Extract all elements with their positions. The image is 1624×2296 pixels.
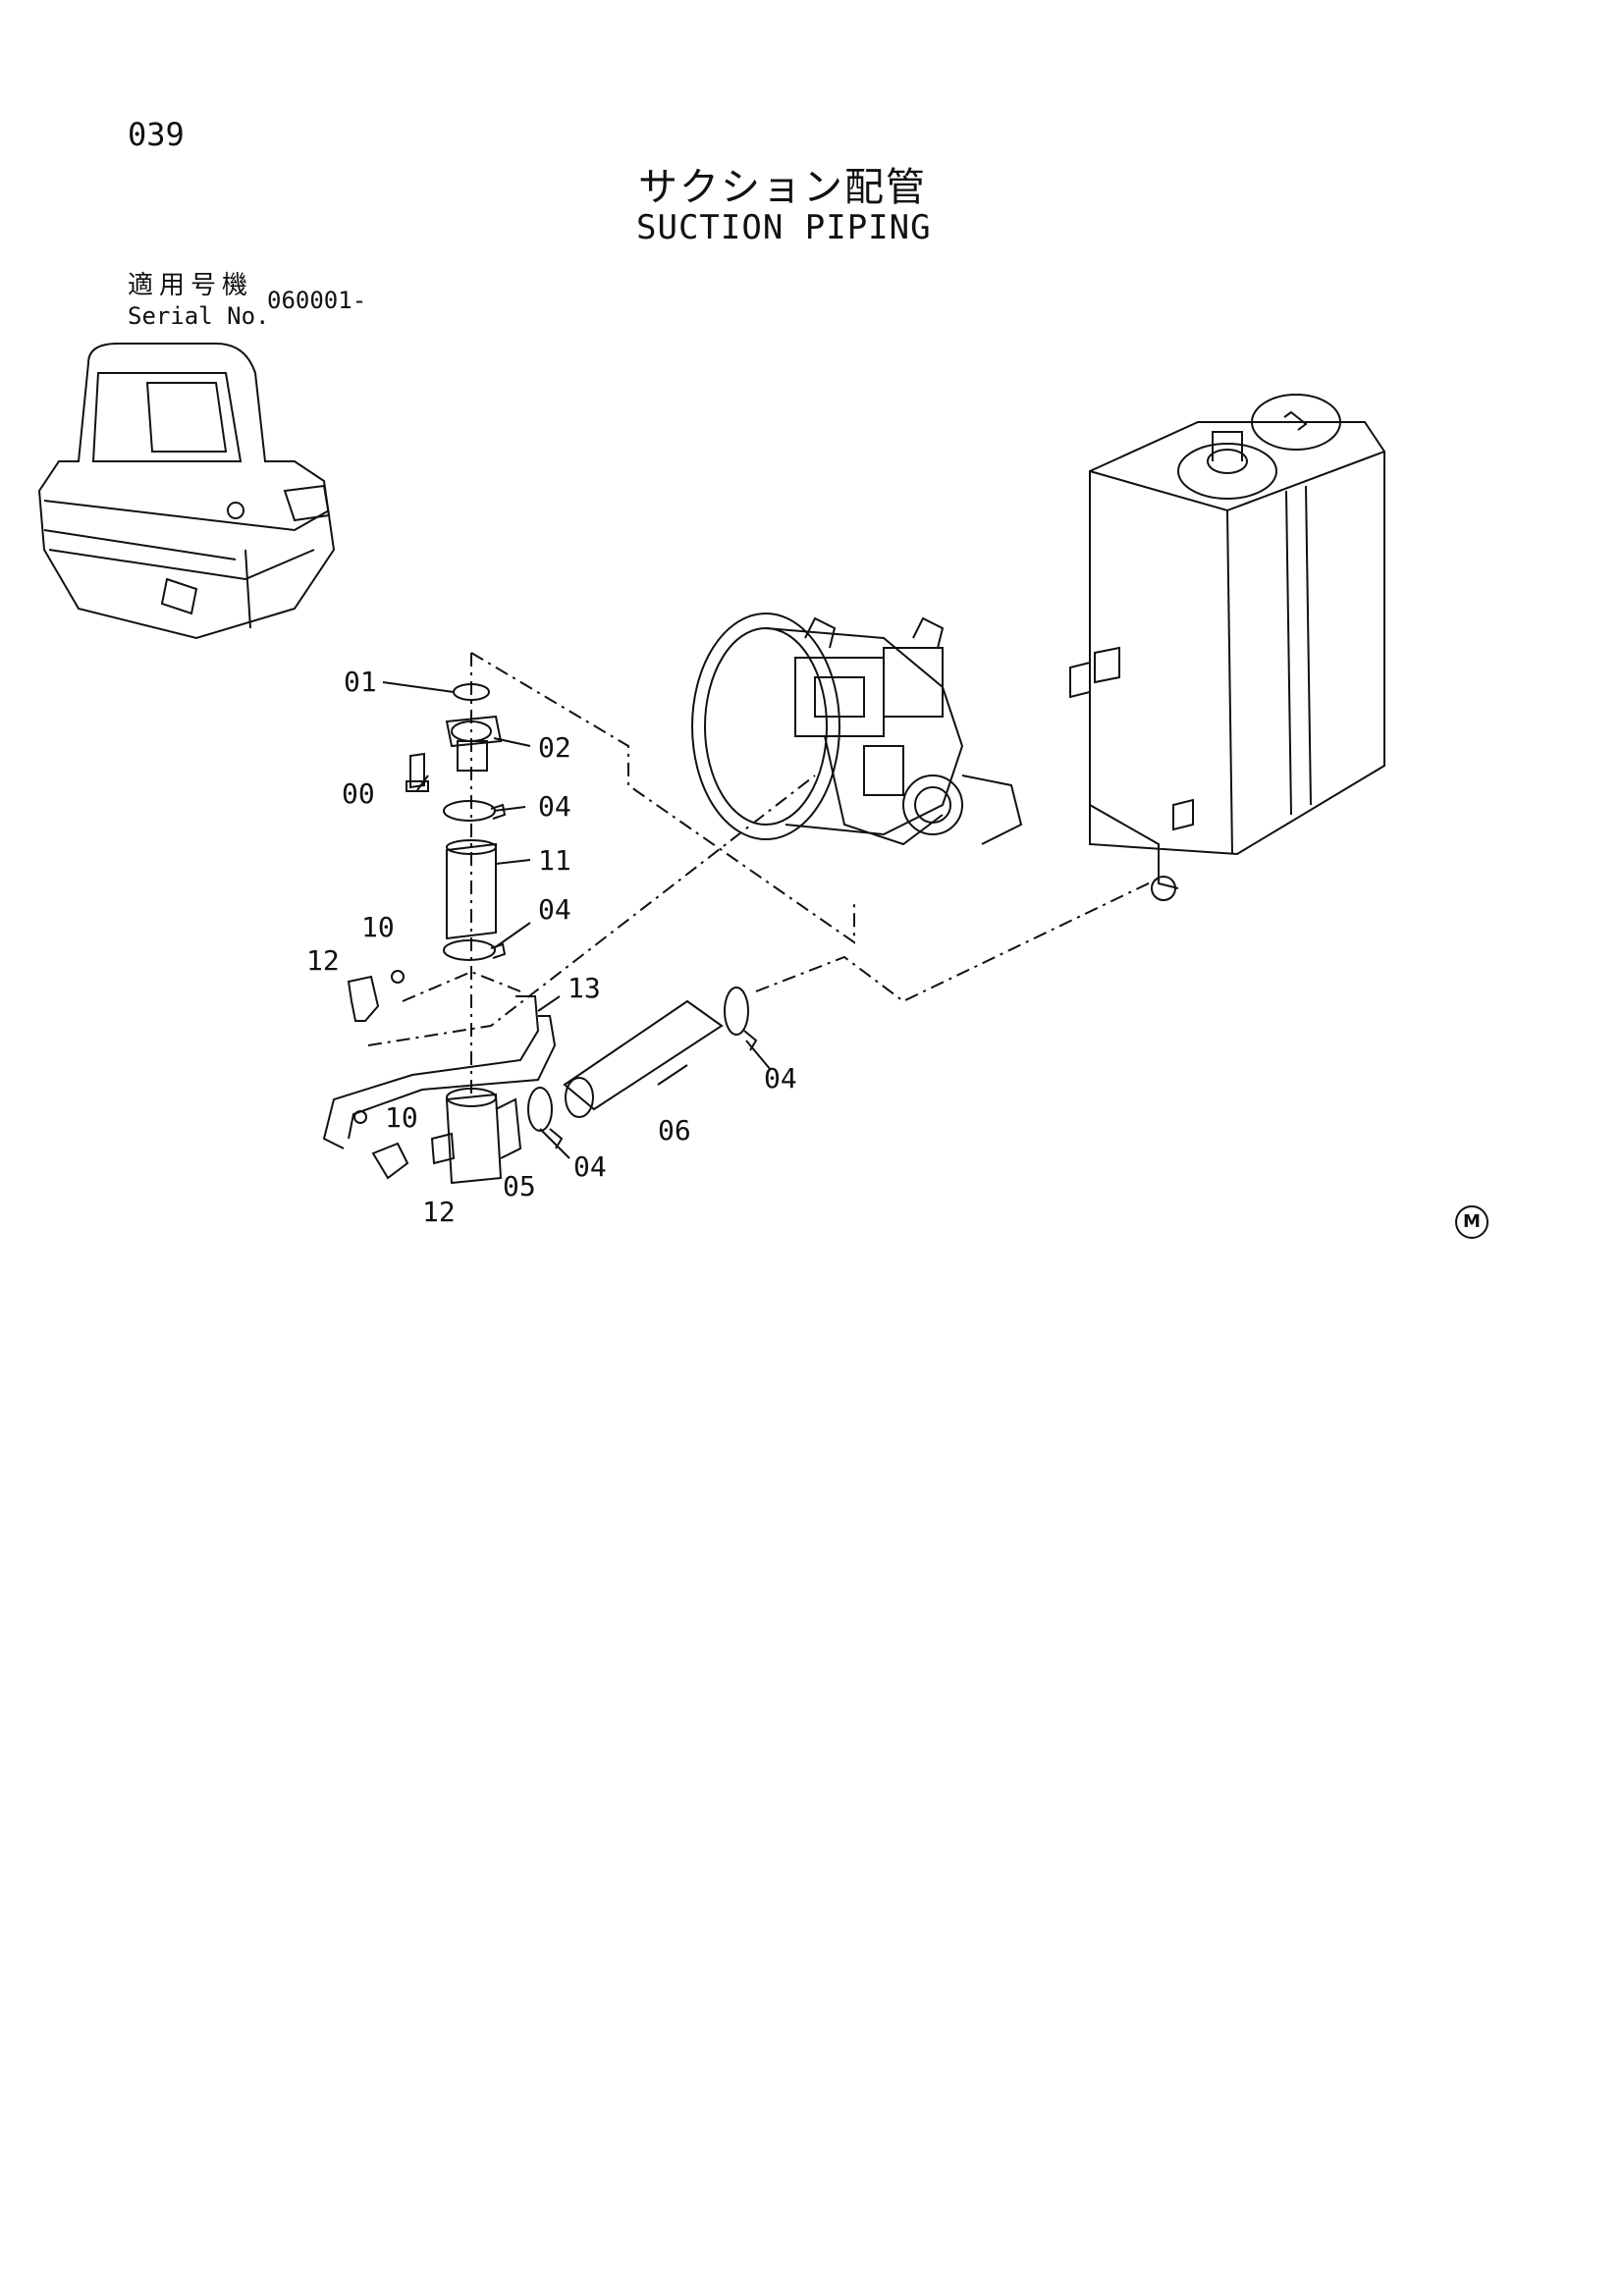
m-circle-mark: M <box>1455 1205 1489 1239</box>
serial-number-range: 060001- <box>267 287 367 314</box>
callout-00: 00 <box>342 777 375 810</box>
callout-04-bottom: 04 <box>573 1150 607 1183</box>
callout-01: 01 <box>344 666 377 698</box>
callout-04-right: 04 <box>764 1062 797 1095</box>
excavator-locator-illustration <box>37 343 336 640</box>
serial-label-japanese: 適用号機 <box>128 271 254 300</box>
page-title-english: SUCTION PIPING <box>636 208 932 247</box>
serial-label-english: Serial No. <box>128 302 270 330</box>
callout-04-lower: 04 <box>538 893 571 926</box>
callout-05: 05 <box>503 1170 536 1202</box>
page-title-japanese: サクション配管 <box>638 165 927 210</box>
hydraulic-pump-illustration <box>691 613 1023 846</box>
parts-illustration <box>322 652 1160 1185</box>
page-number: 039 <box>128 116 185 153</box>
callout-02: 02 <box>538 731 571 764</box>
callout-06: 06 <box>658 1114 691 1147</box>
callout-10-upper: 10 <box>361 911 395 943</box>
callout-12-upper: 12 <box>306 944 340 977</box>
callout-12-lower: 12 <box>422 1196 456 1228</box>
hydraulic-tank-illustration <box>1069 394 1385 901</box>
callout-11: 11 <box>538 844 571 877</box>
callout-04-upper: 04 <box>538 790 571 823</box>
callout-13: 13 <box>568 972 601 1004</box>
callout-10-lower: 10 <box>385 1101 418 1134</box>
